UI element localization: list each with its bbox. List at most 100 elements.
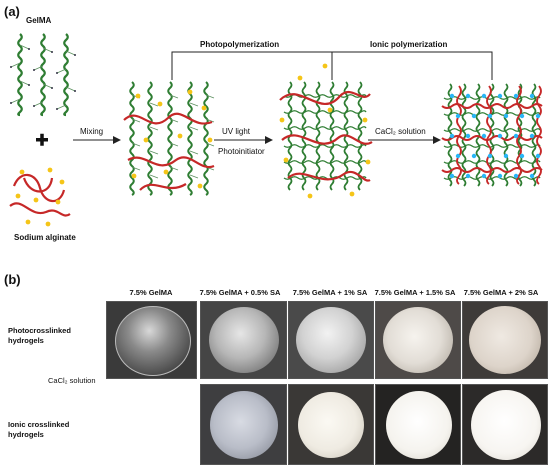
alginate-chain [281,134,373,145]
alginate-chain [9,202,71,217]
gelma-chain [147,81,153,196]
photoinitiator-dot [297,75,303,81]
photoinitiator-dot [187,89,193,95]
calcium-ion [503,153,509,159]
gelma-chains [10,33,76,117]
alginate-chain [123,112,213,125]
methacrylate-group [189,102,199,107]
methacrylate-group [149,126,159,131]
crosslink-chain [443,176,541,180]
calcium-ion [481,133,487,139]
photoinitiator-dot [131,173,137,179]
alginate-chain [441,167,543,173]
methacrylate-group [149,150,159,155]
gel-transparent [115,306,191,376]
gelma-chain [301,81,307,191]
methacrylate-group [42,47,53,53]
photoinitiator-dot [45,221,51,227]
ionic-polymerization-label: Ionic polymerization [370,40,448,49]
calcium-ion [455,113,461,119]
photoinitiator-dot [19,169,25,175]
photoinitiator-dot [322,63,328,69]
methacrylate-group [169,94,179,99]
photoinitiator-dot [55,199,61,205]
photo-0-5-sa-ionic [200,384,287,465]
methacrylate-group [42,83,53,89]
methacrylate-group [189,150,199,155]
calcium-ion [449,173,455,179]
calcium-ion [487,153,493,159]
photoinitiator-dot [349,191,355,197]
photoinitiator-dot [15,193,21,199]
methacrylate-end [51,51,53,53]
methacrylate-group [169,142,179,147]
alginate-chain [456,85,462,185]
gel-ionic [298,392,364,458]
photopolymerized-network [279,63,373,199]
methacrylate-group [33,65,44,71]
photo-0-5-sa-photocrosslinked [200,301,287,379]
crosslink-chain [443,128,541,132]
photo-2-sa-ionic [462,384,548,465]
column-label-gelma: 7.5% GelMA [129,288,173,297]
photoinitiator-dot [283,157,289,163]
methacrylate-end [56,72,58,74]
gelma-chain [203,81,209,196]
calcium-ion [513,133,519,139]
calcium-ion [465,133,471,139]
calcium-ion [465,173,471,179]
calcium-ion [535,153,541,159]
methacrylate-end [33,105,35,107]
gelma-chain [129,81,135,196]
methacrylate-end [33,69,35,71]
calcium-ion [455,153,461,159]
alginate-chain [441,103,543,109]
methacrylate-group [189,174,199,179]
calcium-ion [513,173,519,179]
gelma-chain [167,81,173,196]
plus-sign [36,133,48,146]
crosslink-chain [283,160,367,164]
gelma-chain [40,33,46,117]
gel-ionic [386,391,452,459]
methacrylate-group [205,142,215,147]
photoinitiator-dot [59,179,65,185]
photoinitiator-dot [365,159,371,165]
gel-opaque [383,307,453,373]
ionic-crosslinked-label-line2: hydrogels [8,430,44,439]
alginate-chain [139,183,187,191]
alginate-chain [127,156,215,169]
photo-1-5-sa-ionic [375,384,461,465]
photoinitiator-label: Photoinitiator [218,147,265,156]
photoinitiator-dot [135,93,141,99]
photoinitiator-dot [327,107,333,113]
methacrylate-group [205,94,215,99]
crosslink-chain [443,160,541,164]
photoinitiator-dot [197,183,203,189]
photocrosslinked-label-line2: hydrogels [8,336,44,345]
gel-translucent [209,307,279,373]
alginate-chain [516,85,522,185]
column-label-2-sa: 7.5% GelMA + 2% SA [463,288,539,297]
methacrylate-end [10,66,12,68]
calcium-ion [497,133,503,139]
methacrylate-group [19,80,30,86]
calcium-ion [519,153,525,159]
photoinitiator-dot [47,167,53,173]
gel-opaque [469,306,541,374]
crosslink-chain [283,110,367,114]
methacrylate-group [131,142,141,147]
photoinitiator-dot [143,137,149,143]
methacrylate-group [10,62,21,68]
mixing-label: Mixing [80,127,104,136]
methacrylate-group [149,174,159,179]
methacrylate-group [19,44,30,50]
column-label-1-5-sa: 7.5% GelMA + 1.5% SA [374,288,456,297]
crosslink-chain [283,126,367,130]
alginate-chain [279,90,371,105]
panel-a-label: (a) [4,4,20,19]
gelma-chain [315,81,321,191]
gelma-label: GelMA [26,16,52,25]
ionic-crosslinked-label-line1: Ionic crosslinked [8,420,70,429]
